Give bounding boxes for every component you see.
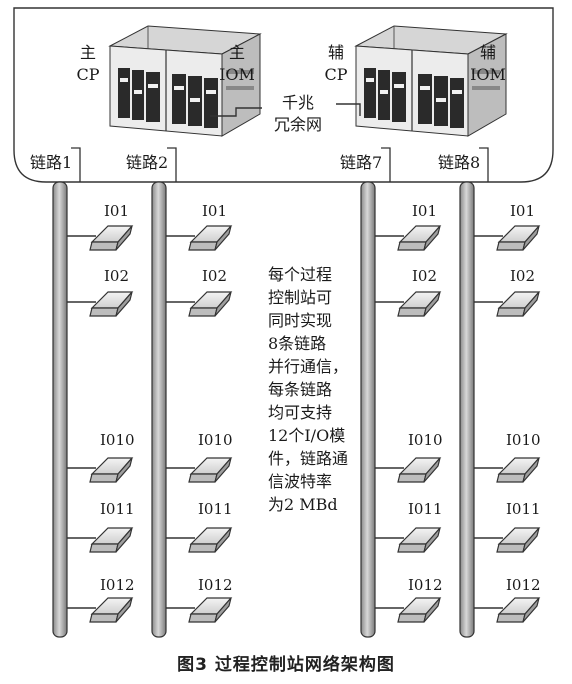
io-label: I02 bbox=[510, 267, 535, 285]
note-line: 同时实现 bbox=[268, 311, 332, 330]
io-module bbox=[166, 225, 233, 251]
note-line: 8条链路 bbox=[268, 334, 326, 353]
io-module bbox=[474, 225, 541, 251]
link-label-2: 链路2 bbox=[126, 153, 168, 172]
io-module bbox=[67, 225, 134, 251]
io-module bbox=[67, 291, 134, 317]
io-module bbox=[375, 527, 442, 553]
io-label: I012 bbox=[408, 576, 443, 594]
bus-bar bbox=[52, 181, 68, 638]
bus-bar bbox=[459, 181, 475, 638]
io-module bbox=[375, 291, 442, 317]
io-label: I011 bbox=[408, 500, 443, 518]
io-module bbox=[67, 457, 134, 483]
note-line: 件，链路通 bbox=[268, 449, 348, 468]
io-label: I010 bbox=[100, 431, 135, 449]
link-bracket-7 bbox=[381, 147, 391, 182]
io-label: I02 bbox=[104, 267, 129, 285]
io-module bbox=[474, 291, 541, 317]
io-label: I010 bbox=[198, 431, 233, 449]
note-line: 并行通信， bbox=[268, 357, 348, 376]
description-note: 每个过程 控制站可 同时实现 8条链路 并行通信， 每条链路 均可支持 12个I… bbox=[268, 265, 348, 514]
io-label: I01 bbox=[412, 202, 437, 220]
io-module bbox=[166, 291, 233, 317]
bus-column-1: I01 I02 I010 I011 I012 bbox=[52, 181, 135, 638]
io-label: I012 bbox=[100, 576, 135, 594]
link-label-8: 链路8 bbox=[438, 153, 480, 172]
main-server-icon bbox=[108, 25, 262, 137]
link-label-7: 链路7 bbox=[340, 153, 382, 172]
io-label: I012 bbox=[198, 576, 233, 594]
io-module bbox=[375, 457, 442, 483]
io-module bbox=[166, 457, 233, 483]
link-bracket-1 bbox=[71, 147, 81, 182]
note-line: 均可支持 bbox=[268, 403, 332, 422]
io-label: I011 bbox=[198, 500, 233, 518]
main-cp-label-line2: CP bbox=[76, 65, 99, 84]
io-module bbox=[474, 457, 541, 483]
network-line-aux bbox=[336, 103, 361, 116]
io-label: I010 bbox=[408, 431, 443, 449]
io-module bbox=[67, 527, 134, 553]
io-label: I01 bbox=[104, 202, 129, 220]
figure-caption: 图3 过程控制站网络架构图 bbox=[177, 655, 395, 675]
link-bracket-8 bbox=[479, 147, 489, 182]
link-label-1: 链路1 bbox=[30, 153, 72, 172]
io-module bbox=[166, 527, 233, 553]
bus-column-8: I01 I02 I010 I011 I012 bbox=[459, 181, 541, 638]
network-label-line2: 冗余网 bbox=[274, 115, 322, 134]
network-label-line1: 千兆 bbox=[282, 93, 314, 112]
io-module bbox=[67, 597, 134, 623]
main-iom-label-line2: IOM bbox=[219, 65, 255, 84]
station-enclosure bbox=[13, 7, 554, 183]
io-module bbox=[474, 527, 541, 553]
io-label: I012 bbox=[506, 576, 541, 594]
note-line: 每条链路 bbox=[268, 380, 332, 399]
io-label: I01 bbox=[202, 202, 227, 220]
io-module bbox=[166, 597, 233, 623]
io-label: I011 bbox=[100, 500, 135, 518]
note-line: 每个过程 bbox=[268, 265, 332, 284]
note-line: 控制站可 bbox=[268, 288, 332, 307]
aux-iom-label-line2: IOM bbox=[470, 65, 506, 84]
io-module bbox=[375, 597, 442, 623]
note-line: 为2 MBd bbox=[268, 495, 338, 514]
note-line: 信波特率 bbox=[268, 472, 332, 491]
main-cp-label-line1: 主 bbox=[80, 43, 96, 62]
aux-server-icon bbox=[354, 25, 508, 137]
bus-column-7: I01 I02 I010 I011 I012 bbox=[360, 181, 443, 638]
bus-bar bbox=[360, 181, 376, 638]
io-label: I02 bbox=[202, 267, 227, 285]
io-label: I010 bbox=[506, 431, 541, 449]
bus-column-2: I01 I02 I010 I011 I012 bbox=[151, 181, 233, 638]
note-line: 12个I/O模 bbox=[268, 426, 345, 445]
io-label: I011 bbox=[506, 500, 541, 518]
bus-bar bbox=[151, 181, 167, 638]
link-bracket-2 bbox=[167, 147, 177, 182]
aux-cp-label-line2: CP bbox=[324, 65, 347, 84]
network-line-main bbox=[210, 107, 262, 117]
io-module bbox=[474, 597, 541, 623]
aux-iom-label-line1: 辅 bbox=[480, 43, 496, 62]
aux-cp-label-line1: 辅 bbox=[328, 43, 344, 62]
io-label: I02 bbox=[412, 267, 437, 285]
main-iom-label-line1: 主 bbox=[229, 43, 245, 62]
io-module bbox=[375, 225, 442, 251]
io-label: I01 bbox=[510, 202, 535, 220]
